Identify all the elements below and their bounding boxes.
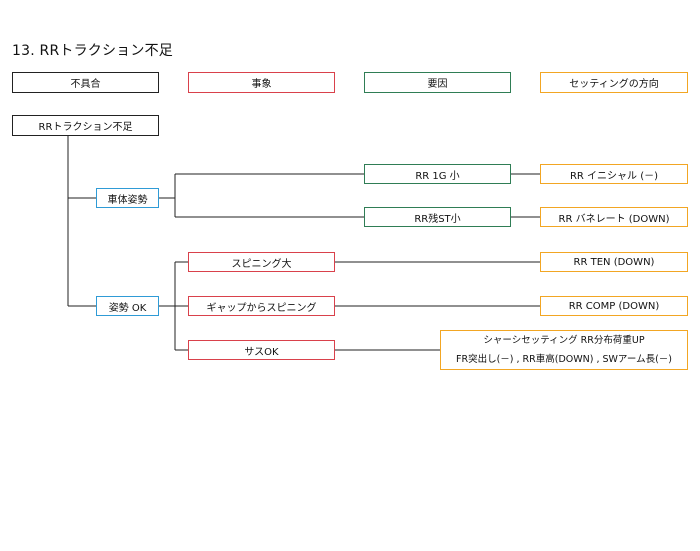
legend-fault: 不具合 <box>12 72 159 93</box>
page-title: 13. RRトラクション不足 <box>12 43 173 59</box>
legend-direction: セッティングの方向 <box>540 72 688 93</box>
legend-cause: 要因 <box>364 72 511 93</box>
phenomenon-spinning-big: スピニング大 <box>188 252 335 272</box>
direction-chassis-line1: シャーシセッティング RR分布荷重UP <box>483 335 645 346</box>
direction-comp: RR COMP (DOWN) <box>540 296 688 316</box>
group-posture-ok: 姿勢 OK <box>96 296 159 316</box>
legend-phenomenon: 事象 <box>188 72 335 93</box>
root-fault-box: RRトラクション不足 <box>12 115 159 136</box>
direction-chassis-line2: FR突出し(－) , RR車高(DOWN) , SWアーム長(－) <box>456 354 672 365</box>
cause-rr-residual-st: RR残ST小 <box>364 207 511 227</box>
phenomenon-gap-spin: ギャップからスピニング <box>188 296 335 316</box>
group-body-posture: 車体姿勢 <box>96 188 159 208</box>
direction-spring: RR バネレート (DOWN) <box>540 207 688 227</box>
cause-rr-1g: RR 1G 小 <box>364 164 511 184</box>
direction-ten: RR TEN (DOWN) <box>540 252 688 272</box>
phenomenon-susp-ok: サスOK <box>188 340 335 360</box>
direction-initial: RR イニシャル (－) <box>540 164 688 184</box>
direction-chassis: シャーシセッティング RR分布荷重UP FR突出し(－) , RR車高(DOWN… <box>440 330 688 370</box>
